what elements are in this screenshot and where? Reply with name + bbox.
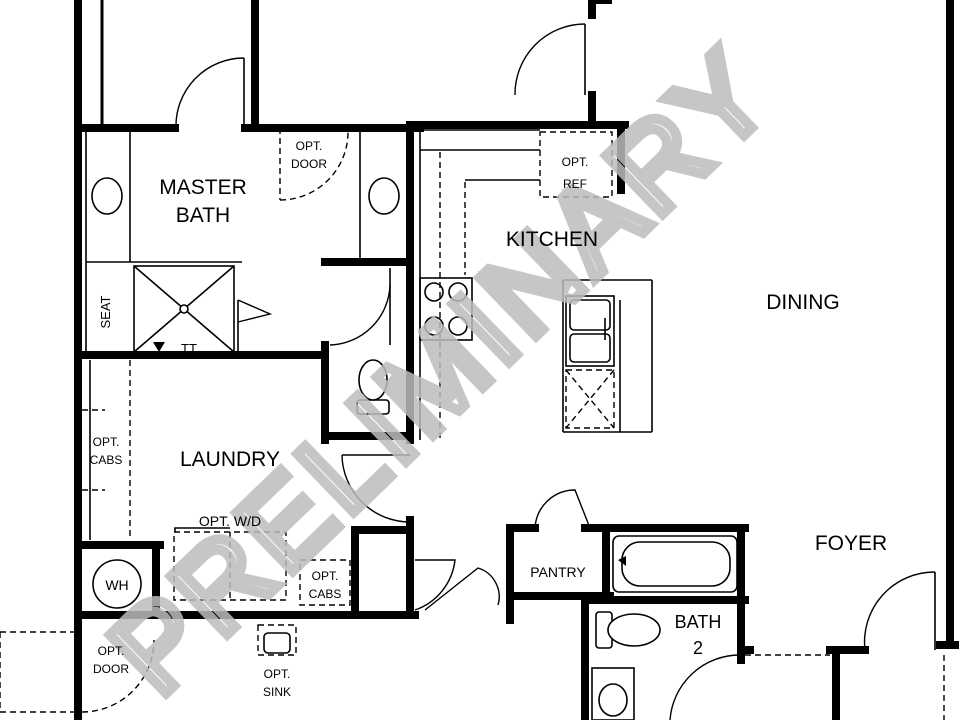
optional-elements xyxy=(0,128,945,720)
label-bath2-2: 2 xyxy=(693,638,703,658)
range xyxy=(419,277,473,341)
label-opt-door-bottom-1: OPT. xyxy=(98,644,125,658)
label-opt-ref-1: OPT. xyxy=(562,155,589,169)
toilet-bath2 xyxy=(595,611,661,649)
dishwasher xyxy=(565,369,615,429)
fixtures xyxy=(91,177,738,720)
label-opt-cabs-small-1: OPT. xyxy=(312,569,339,583)
room-labels: MASTER BATH KITCHEN DINING LAUNDRY FOYER… xyxy=(159,176,887,658)
bathtub xyxy=(612,535,738,593)
label-seat: SEAT xyxy=(98,295,113,328)
label-opt-door-top-2: DOOR xyxy=(291,157,327,171)
label-master-bath-1: MASTER xyxy=(159,176,247,199)
label-pantry: PANTRY xyxy=(530,564,586,580)
label-opt-cabs-left-1: OPT. xyxy=(93,435,120,449)
label-kitchen: KITCHEN xyxy=(506,228,598,251)
island-sink xyxy=(565,295,615,367)
label-opt-door-top-1: OPT. xyxy=(296,139,323,153)
label-bath2-1: BATH xyxy=(675,612,722,632)
label-opt-cabs-small-2: CABS xyxy=(309,587,342,601)
shower xyxy=(133,265,235,353)
label-wh: WH xyxy=(105,577,128,593)
water-heater xyxy=(92,559,142,609)
label-master-bath-2: BATH xyxy=(176,204,230,227)
label-opt-cabs-left-2: CABS xyxy=(90,453,123,467)
label-opt-sink-2: SINK xyxy=(263,685,291,699)
tt-marker xyxy=(153,342,165,352)
walls xyxy=(74,0,959,720)
label-opt-wd: OPT. W/D xyxy=(199,513,261,529)
master-bath-sink-left xyxy=(91,177,123,215)
label-opt-door-bottom-2: DOOR xyxy=(93,662,129,676)
label-opt-sink-1: OPT. xyxy=(264,667,291,681)
master-bath-sink-right xyxy=(368,177,400,215)
label-dining: DINING xyxy=(766,291,840,314)
label-tt: TT xyxy=(181,341,197,356)
fixture-labels: SEAT TT WH OPT. DOOR OPT. REF OPT. CABS … xyxy=(90,139,589,699)
label-laundry: LAUNDRY xyxy=(180,448,280,471)
bath2-sink xyxy=(591,667,635,720)
doors xyxy=(175,23,936,720)
counters xyxy=(82,0,653,540)
toilet-master xyxy=(356,359,390,415)
label-opt-ref-2: REF xyxy=(563,177,587,191)
label-foyer: FOYER xyxy=(815,532,887,555)
